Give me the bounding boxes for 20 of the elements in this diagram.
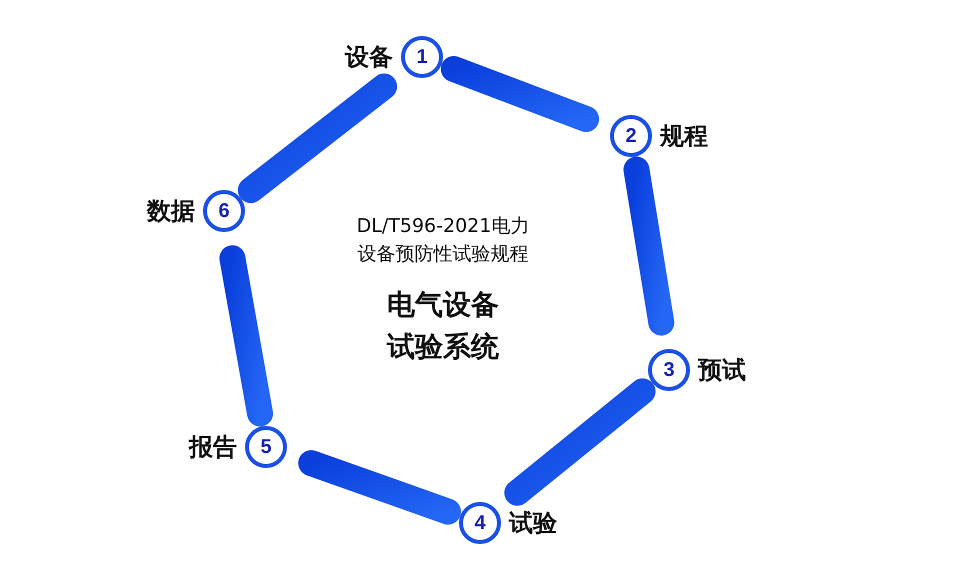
step-label: 数据 <box>147 196 195 227</box>
step-label: 设备 <box>345 42 393 73</box>
connector-bar <box>238 73 398 204</box>
connector-bar <box>504 378 656 506</box>
step-label: 试验 <box>509 508 557 539</box>
number-circle: 6 <box>203 190 245 232</box>
diagram-title: 电气设备试验系统 <box>386 287 500 365</box>
step-label: 预试 <box>698 355 746 386</box>
number-circle: 1 <box>401 36 443 78</box>
connector-bar <box>623 156 674 336</box>
standard-subtitle: DL/T596-2021电力设备预防性试验规程 <box>356 214 530 267</box>
number-circle: 4 <box>459 502 501 544</box>
number-circle: 3 <box>648 349 690 391</box>
number-circle: 5 <box>245 426 287 468</box>
step-label: 报告 <box>189 432 237 463</box>
step-label: 规程 <box>660 121 708 152</box>
number-circle: 2 <box>610 115 652 157</box>
connector-bar <box>298 450 461 525</box>
connector-bar <box>219 245 274 427</box>
connector-bar <box>440 56 600 132</box>
